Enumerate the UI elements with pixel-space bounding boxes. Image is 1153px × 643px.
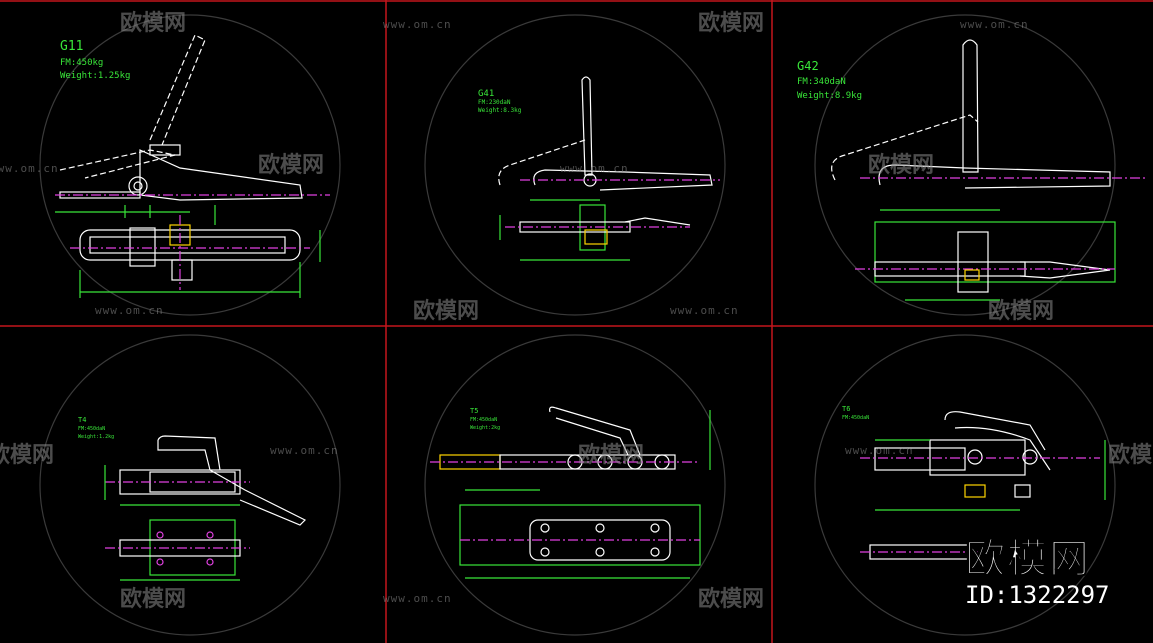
panel-t6-code: T6 xyxy=(842,405,850,413)
watermark-url: www.om.cn xyxy=(95,304,164,317)
panel-g41-code: G41 xyxy=(478,89,494,99)
panel-g11-line-2: Weight:1.25kg xyxy=(60,71,130,81)
watermark-url: www.om.cn xyxy=(670,304,739,317)
watermark-url: www.om.cn xyxy=(560,162,629,175)
watermark-url: www.om.cn xyxy=(383,18,452,31)
panel-g42-code: G42 xyxy=(797,59,819,73)
panel-g41-line-1: FM:230daN xyxy=(478,99,511,106)
watermark-brand: 欧模网 xyxy=(258,152,324,178)
watermark-url: www.om.cn xyxy=(0,162,59,175)
badge-brand: 欧模网 xyxy=(965,536,1091,582)
watermark-urls: www.om.cn www.om.cn www.om.cn www.om.cn … xyxy=(0,18,1029,605)
panel-g42-line-2: Weight:8.9kg xyxy=(797,91,862,101)
watermark-circles xyxy=(39,14,1116,636)
panel-t4-line-1: FM:450daN xyxy=(78,426,105,432)
watermark-brand: 欧模网 xyxy=(413,298,479,324)
watermark-brand: 欧模网 xyxy=(120,586,186,612)
panel-labels: G11 FM:450kg Weight:1.25kg G41 FM:230daN… xyxy=(60,39,869,440)
watermark-brand: 欧模网 xyxy=(868,152,934,178)
panel-t5-line-2: Weight:2kg xyxy=(470,425,500,431)
panel-g41-line-2: Weight:8.3kg xyxy=(478,107,522,114)
watermark-brand: 欧模网 xyxy=(1108,442,1153,468)
watermark-url: www.om.cn xyxy=(383,592,452,605)
watermark-brand: 欧模网 xyxy=(578,442,644,468)
panel-t4-code: T4 xyxy=(78,416,86,424)
panel-g11-drawing xyxy=(55,34,330,298)
watermark-brands: 欧模网 欧模网 欧模网 欧模网 欧模网 欧模网 欧模网 欧模网 欧模网 欧模网 … xyxy=(0,10,1153,612)
panel-g42-drawing xyxy=(831,39,1145,301)
watermark-url: www.om.cn xyxy=(960,18,1029,31)
id-badge: 欧模网 ID:1322297 xyxy=(965,536,1115,610)
badge-id: ID:1322297 xyxy=(965,581,1110,609)
watermark-url: www.om.cn xyxy=(845,444,914,457)
watermark-brand: 欧模网 xyxy=(120,10,186,36)
watermark-brand: 欧模网 xyxy=(698,586,764,612)
panel-t5-line-1: FM:450daN xyxy=(470,417,497,423)
watermark-brand: 欧模网 xyxy=(988,298,1054,324)
watermark-brand: 欧模网 xyxy=(698,10,764,36)
panel-t5-drawing xyxy=(430,406,711,579)
panel-t4-drawing xyxy=(104,435,307,581)
panel-t6-line-1: FM:450daN xyxy=(842,415,869,421)
panel-t4-line-2: Weight:1.2kg xyxy=(78,434,114,440)
panel-t5-code: T5 xyxy=(470,407,478,415)
panel-g11-code: G11 xyxy=(60,39,83,54)
watermark-brand: 欧模网 xyxy=(0,442,54,468)
panel-t6-drawing xyxy=(860,411,1106,560)
panel-g42-line-1: FM:340daN xyxy=(797,77,846,87)
panel-g11-line-1: FM:450kg xyxy=(60,58,103,68)
watermark-url: www.om.cn xyxy=(270,444,339,457)
panel-g41-drawing xyxy=(498,76,720,261)
